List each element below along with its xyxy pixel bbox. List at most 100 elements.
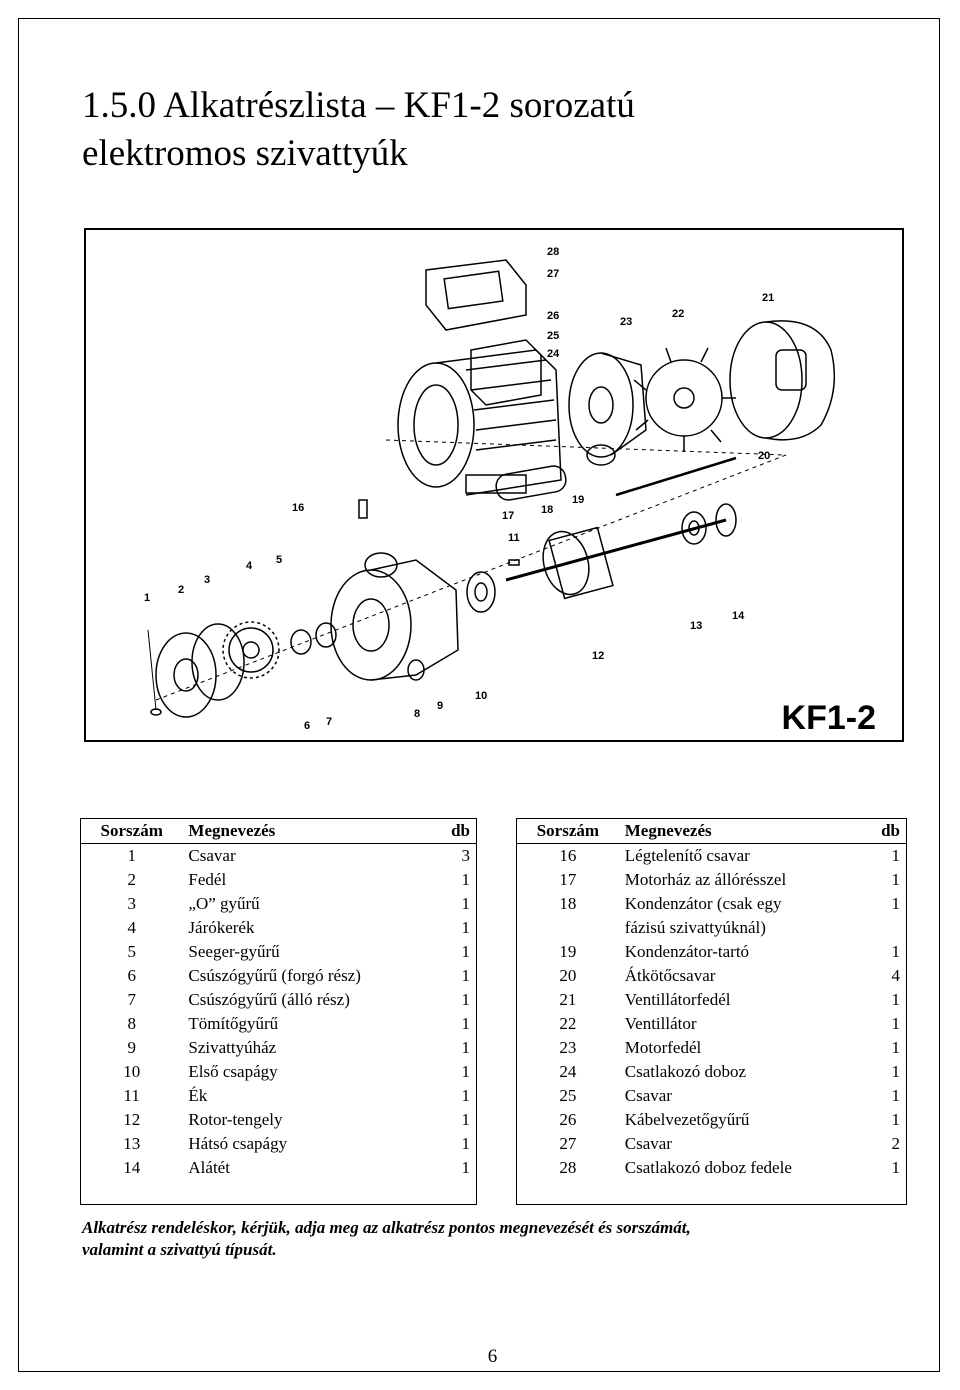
part-number-cell: 20 — [515, 964, 619, 988]
part-number-cell — [515, 916, 619, 940]
note-line-2: valamint a szivattyú típusát. — [82, 1240, 277, 1259]
part-number-cell: 4 — [80, 916, 183, 940]
part-qty-cell: 1 — [433, 1036, 477, 1060]
callout-5: 5 — [276, 554, 283, 566]
table-row — [80, 1180, 477, 1205]
part-number-cell: 5 — [80, 940, 183, 964]
part-number-cell: 3 — [80, 892, 183, 916]
header-number: Sorszám — [80, 818, 183, 844]
part-name-cell: Csatlakozó doboz fedele — [624, 1158, 792, 1177]
part-name-cell: Szivattyúház — [188, 1038, 277, 1057]
part-name-cell: Rotor-tengely — [188, 1110, 283, 1129]
part-name-cell: Kondenzátor-tartó — [624, 942, 750, 961]
callout-16: 16 — [292, 502, 305, 514]
part-number-cell — [515, 1180, 619, 1205]
model-label: KF1-2 — [781, 699, 876, 737]
part-name-cell: Motorház az állórésszel — [624, 870, 787, 889]
callout-3: 3 — [204, 574, 211, 586]
part-number-cell: 7 — [80, 988, 183, 1012]
callout-17: 17 — [502, 510, 515, 522]
callout-24: 24 — [547, 348, 560, 360]
part-number-cell: 21 — [515, 988, 619, 1012]
part-name-cell: Átkötőcsavar — [624, 966, 716, 985]
part-name-cell: Csavar — [624, 1134, 672, 1153]
part-qty-cell: 1 — [433, 892, 477, 916]
screw-leader — [147, 629, 157, 711]
header-number: Sorszám — [515, 818, 619, 844]
part-qty-cell: 1 — [863, 1108, 907, 1132]
screw — [150, 708, 162, 716]
part-qty-cell: 1 — [863, 1084, 907, 1108]
part-number-cell: 27 — [515, 1132, 619, 1156]
note-line-1: Alkatrész rendeléskor, kérjük, adja meg … — [82, 1218, 691, 1237]
part-qty-cell: 1 — [863, 988, 907, 1012]
part-number-cell: 23 — [515, 1036, 619, 1060]
part-name-cell: Csavar — [188, 846, 236, 865]
header-qty: db — [433, 818, 477, 844]
terminal-box — [470, 339, 542, 406]
callout-1: 1 — [144, 592, 151, 604]
fan — [633, 347, 736, 452]
callout-26: 26 — [547, 310, 560, 322]
part-qty-cell: 1 — [863, 1012, 907, 1036]
part-number-cell: 26 — [515, 1108, 619, 1132]
part-number-cell: 13 — [80, 1132, 183, 1156]
table-row: fázisú szivattyúknál) — [515, 916, 907, 940]
part-name-cell: Motorfedél — [624, 1038, 702, 1057]
part-name-cell: Hátsó csapágy — [188, 1134, 288, 1153]
part-number-cell: 18 — [515, 892, 619, 916]
part-qty-cell: 4 — [863, 964, 907, 988]
callout-4: 4 — [246, 560, 253, 572]
title-line-2: elektromos szivattyúk — [82, 133, 408, 174]
part-qty-cell: 1 — [433, 1060, 477, 1084]
callout-9: 9 — [437, 700, 444, 712]
part-name-cell: Első csapágy — [188, 1062, 278, 1081]
part-qty-cell: 1 — [863, 1060, 907, 1084]
part-number-cell: 28 — [515, 1156, 619, 1180]
slip-ring-rotating — [290, 629, 312, 655]
part-number-cell: 11 — [80, 1084, 183, 1108]
part-qty-cell: 1 — [863, 868, 907, 892]
table-row: 20 Átkötőcsavar 4 — [515, 964, 907, 988]
bleed-screw — [358, 499, 368, 519]
part-number-cell: 24 — [515, 1060, 619, 1084]
page-border — [18, 18, 940, 1372]
callout-22: 22 — [672, 308, 685, 320]
exploded-view-drawing — [147, 259, 836, 718]
terminal-box-cover — [425, 259, 527, 331]
rear-bearing — [681, 511, 707, 545]
part-number-cell — [80, 1180, 183, 1205]
part-qty-cell: 1 — [433, 1108, 477, 1132]
part-number-cell: 25 — [515, 1084, 619, 1108]
motor-cover — [568, 352, 647, 458]
callout-25: 25 — [547, 330, 560, 342]
part-qty-cell: 1 — [863, 940, 907, 964]
part-qty-cell — [863, 1180, 907, 1205]
tie-rod — [615, 456, 737, 497]
part-qty-cell: 1 — [863, 843, 907, 868]
shaft-seal — [407, 659, 425, 681]
motor-housing — [397, 349, 562, 496]
callout-27: 27 — [547, 268, 560, 280]
part-number-cell: 10 — [80, 1060, 183, 1084]
part-name-cell: Tömítőgyűrű — [188, 1014, 279, 1033]
callout-2: 2 — [178, 584, 185, 596]
front-bearing — [466, 571, 496, 613]
part-name-cell — [182, 1180, 434, 1205]
callout-19: 19 — [572, 494, 585, 506]
part-name-cell: Légtelenítő csavar — [624, 846, 750, 865]
callout-6: 6 — [304, 720, 311, 732]
part-name-cell: Fedél — [188, 870, 227, 889]
part-number-cell: 22 — [515, 1012, 619, 1036]
callout-28: 28 — [547, 246, 560, 258]
